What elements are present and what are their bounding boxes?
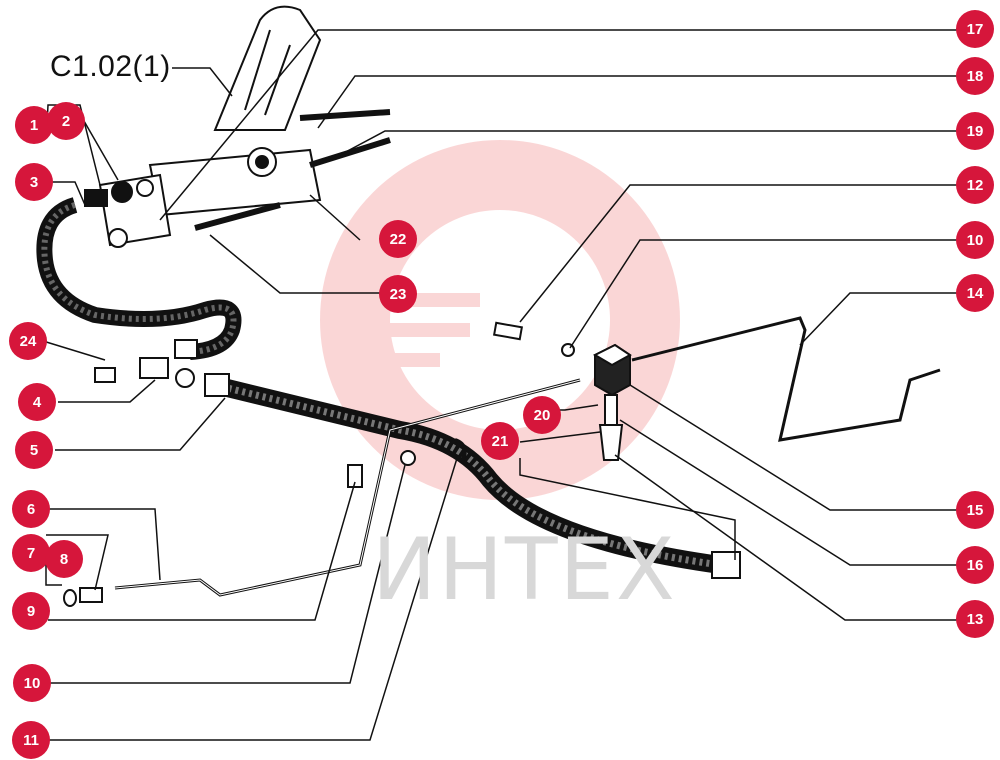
brake-valve-assembly <box>84 5 322 248</box>
callout-badge-7[interactable]: 7 <box>12 534 50 572</box>
diagram-title: C1.02(1) <box>50 50 171 83</box>
callout-badge-2[interactable]: 2 <box>47 102 85 140</box>
callout-badge-22[interactable]: 22 <box>379 220 417 258</box>
callout-badge-14[interactable]: 14 <box>956 274 994 312</box>
callout-badge-4[interactable]: 4 <box>18 383 56 421</box>
callout-badge-15[interactable]: 15 <box>956 491 994 529</box>
callout-badge-19[interactable]: 19 <box>956 112 994 150</box>
callout-badge-11[interactable]: 11 <box>12 721 50 759</box>
callout-badge-12[interactable]: 12 <box>956 166 994 204</box>
hose-fittings <box>94 339 198 388</box>
callout-badge-5[interactable]: 5 <box>15 431 53 469</box>
callout-badge-16[interactable]: 16 <box>956 546 994 584</box>
callout-badge-6[interactable]: 6 <box>12 490 50 528</box>
callout-badge-24[interactable]: 24 <box>9 322 47 360</box>
rigid-pipe-14 <box>631 316 941 442</box>
callout-badge-8[interactable]: 8 <box>45 540 83 578</box>
watermark-text: ИНТЕХ <box>372 520 677 620</box>
callout-badge-17[interactable]: 17 <box>956 10 994 48</box>
callout-badge-10-left[interactable]: 10 <box>13 664 51 702</box>
callout-badge-1[interactable]: 1 <box>15 106 53 144</box>
distribution-block <box>492 321 632 461</box>
callout-badge-9[interactable]: 9 <box>12 592 50 630</box>
upper-pipe-b <box>309 137 391 168</box>
leader-lines <box>42 29 970 741</box>
upper-pipe-a <box>299 109 391 121</box>
callout-badge-3[interactable]: 3 <box>15 163 53 201</box>
callout-badge-10-right[interactable]: 10 <box>956 221 994 259</box>
callout-badge-13[interactable]: 13 <box>956 600 994 638</box>
callout-badge-18[interactable]: 18 <box>956 57 994 95</box>
callout-badge-20[interactable]: 20 <box>523 396 561 434</box>
upper-flexible-hose <box>36 197 242 360</box>
upper-pipe-c <box>194 202 281 231</box>
callout-badge-21[interactable]: 21 <box>481 422 519 460</box>
callout-badge-23[interactable]: 23 <box>379 275 417 313</box>
